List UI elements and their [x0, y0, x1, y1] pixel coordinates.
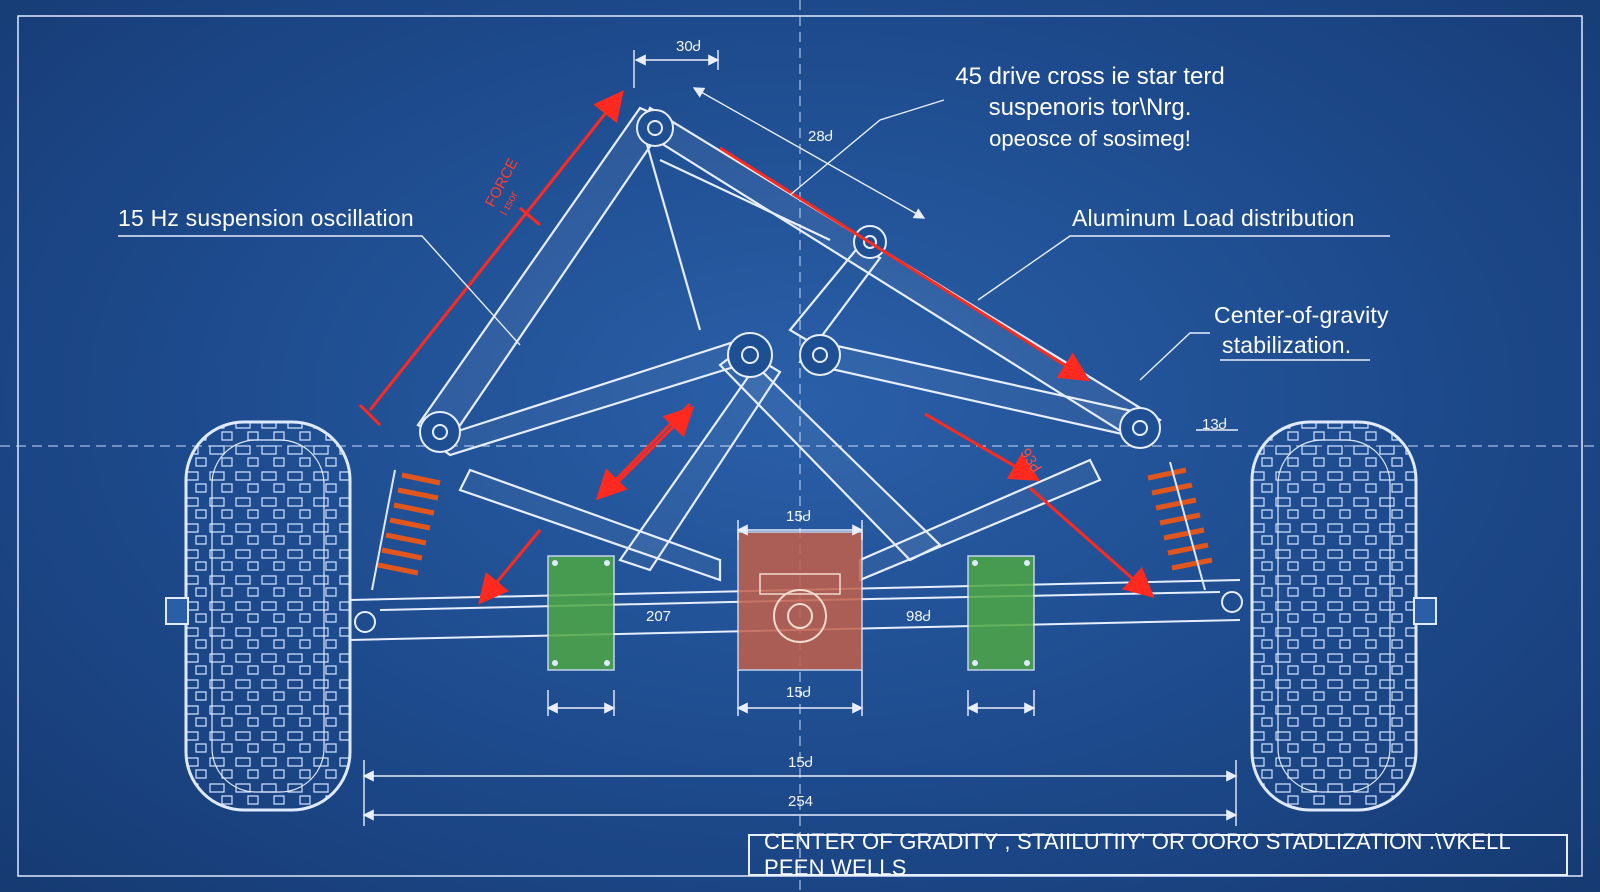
left-mount-block [547, 555, 615, 671]
force-arrow-right-mid [924, 412, 1041, 482]
top-callout-line3: oреоsce of sosimeg! [989, 126, 1191, 151]
dimension-lines [362, 50, 1238, 826]
force-arrow-center-up [608, 405, 695, 492]
force-arrow-lower-left [478, 529, 542, 605]
force-arrow-lower-right [1029, 486, 1155, 598]
dim-center-bottom: 15Ꮷ [786, 684, 811, 701]
center-differential-block [737, 531, 863, 671]
dim-left-mid: 207 [646, 608, 672, 625]
force-arrow-upper-left [368, 90, 624, 411]
top-callout-line2: suspenoris tor\Nrg. [988, 94, 1192, 121]
dim-top: 30Ꮷ [676, 38, 701, 55]
dim-track-outer: 254 [788, 793, 814, 810]
aluminum-callout: Aluminum Load distribution [1072, 205, 1355, 231]
left-wheel [165, 420, 352, 812]
title-block-text: CENTER OF GRADITY , STAIILUTIIY' OR OORO… [764, 829, 1511, 880]
dim-track-inner: 15Ꮷ [788, 754, 813, 771]
dim-right-side: 13Ꮷ [1202, 416, 1227, 433]
dim-center-top: 15Ꮷ [786, 508, 811, 525]
cog-callout-line1: Center-of-gravity [1214, 302, 1389, 328]
dim-upper-arm: 28Ꮷ [808, 128, 833, 145]
leader-lines [118, 99, 1390, 381]
cog-callout-line2: stabilization. [1222, 332, 1352, 358]
right-wheel [1250, 420, 1437, 812]
pivot-joints [419, 109, 1161, 453]
top-callout-line1: 45 drive cross ie star terd [955, 63, 1225, 90]
left-spring [371, 469, 441, 591]
oscillation-callout: 15 Hz suspension oscillation [118, 205, 414, 231]
right-spring [1147, 461, 1213, 591]
dim-right-mid: 98Ꮷ [906, 608, 931, 625]
right-mount-block [967, 555, 1035, 671]
title-block: CENTER OF GRADITY , STAIILUTIIY' OR OORO… [748, 829, 1568, 880]
